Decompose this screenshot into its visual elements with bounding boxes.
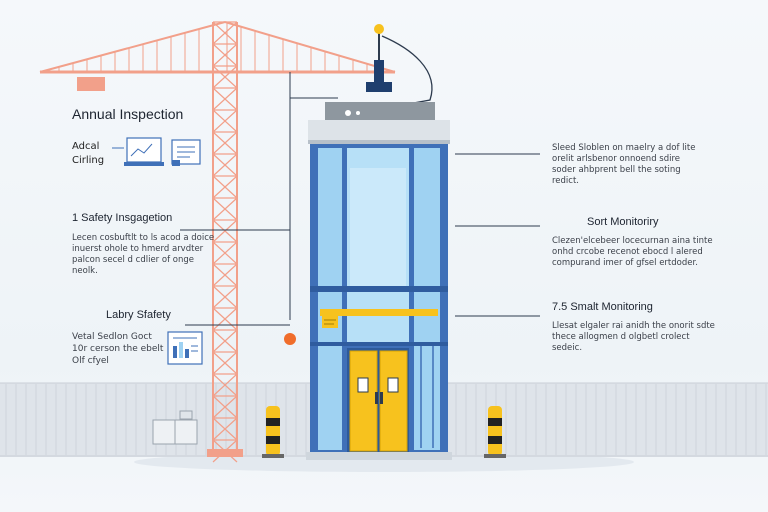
report-icon [167, 331, 203, 365]
sort-monitoring-body: Clezen'elcebeer locecurnan aina tinte on… [552, 236, 713, 268]
bollard-left [262, 406, 284, 458]
crane [39, 21, 396, 463]
annual-inspection-sub: Adcal Cirling [72, 141, 105, 166]
labry-safety-title: Labry Sfafety [106, 309, 171, 321]
annual-inspection-title: Annual Inspection [72, 106, 184, 122]
utility-box [152, 410, 198, 445]
elevator-shaft [306, 144, 452, 460]
document-icon [171, 139, 201, 166]
smart-monitoring-title: 7.5 Smalt Monitoring [552, 301, 653, 313]
bollard-right [484, 406, 506, 458]
top-note-body: Sleed Sloblen on maelry a dof lite oreli… [552, 143, 696, 186]
hook-marker [284, 333, 296, 345]
computer-icon [112, 137, 164, 166]
safety-inspection-title: 1 Safety Insgagetion [72, 212, 173, 224]
smart-monitoring-body: Llesat elgaler rai anidh the onorit sdte… [552, 321, 715, 353]
machine-room [308, 102, 450, 144]
connector-lines [180, 97, 540, 326]
labry-safety-body: Vetal Sedlon Goct 10r cerson the ebelt O… [72, 332, 164, 366]
sort-monitoring-title: Sort Monitoriry [587, 216, 659, 228]
safety-inspection-body: Lecen cosbuftlt to ls acod a doice inuer… [72, 233, 215, 276]
antenna [366, 24, 433, 105]
